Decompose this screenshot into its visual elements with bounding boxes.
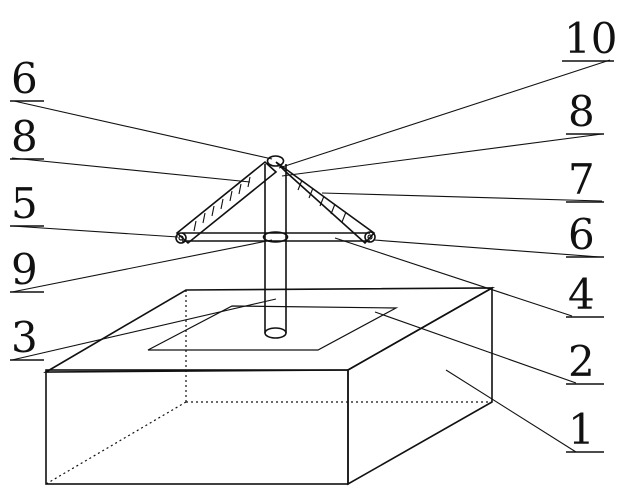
- label-8-left: 8: [11, 112, 38, 161]
- horizontal-rod: [182, 232, 370, 242]
- label-9: 9: [11, 245, 38, 294]
- label-7: 7: [568, 155, 595, 204]
- label-6-top: 6: [11, 54, 38, 103]
- top-hinge: [266, 155, 285, 167]
- vertical-pole: [264, 164, 287, 339]
- left-hinge: [175, 232, 187, 244]
- label-8-right: 8: [568, 87, 595, 136]
- label-underlines: [10, 60, 614, 453]
- base-box: [43, 286, 496, 486]
- label-2: 2: [568, 337, 595, 386]
- right-arm: [275, 161, 376, 245]
- leader-lines: [11, 59, 611, 453]
- label-3: 3: [11, 313, 38, 362]
- left-arm: [175, 160, 278, 245]
- collar: [262, 231, 289, 243]
- label-6-right: 6: [568, 210, 595, 259]
- right-hinge: [364, 231, 376, 243]
- label-4: 4: [568, 270, 595, 319]
- label-10: 10: [564, 14, 617, 63]
- top-plate: [147, 305, 399, 351]
- label-5: 5: [11, 179, 38, 228]
- label-1: 1: [568, 405, 595, 454]
